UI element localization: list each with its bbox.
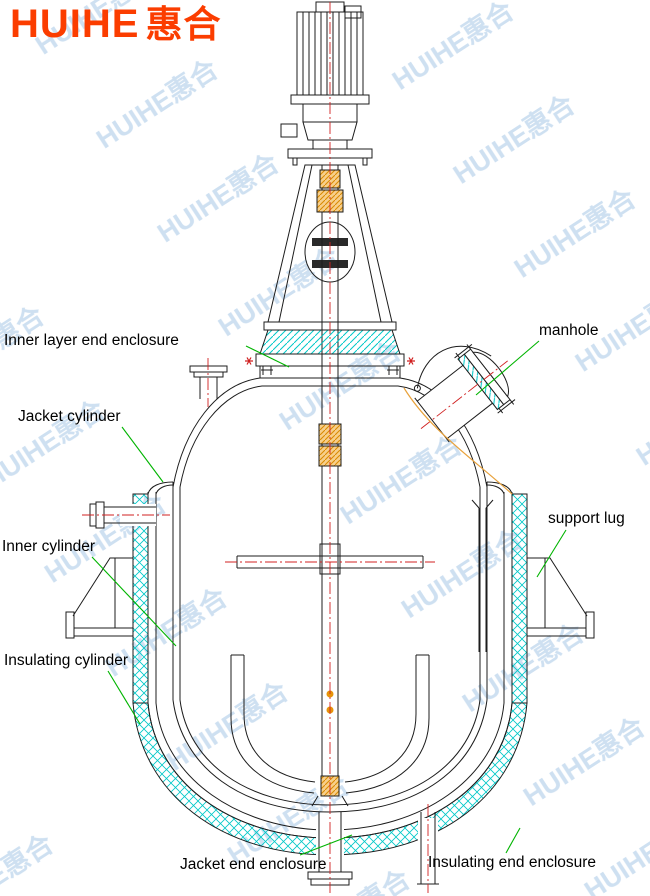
- agitator-shaft: [321, 165, 339, 778]
- label-manhole: manhole: [539, 322, 599, 339]
- manhole: [413, 344, 516, 443]
- leader-support-lug: [536, 529, 567, 578]
- leader-insulating-cylinder: [107, 670, 141, 725]
- leader-inner-layer-end-enclosure: [245, 345, 290, 368]
- leader-lines: [91, 340, 567, 856]
- support-lug-right: [527, 557, 595, 639]
- label-inner-cylinder: Inner cylinder: [2, 538, 96, 555]
- internal-pipe: [471, 499, 494, 652]
- leader-jacket-cylinder: [121, 426, 164, 483]
- label-jacket-cylinder: Jacket cylinder: [18, 408, 121, 425]
- leader-inner-cylinder: [91, 556, 177, 647]
- inner-cylinder: [172, 482, 488, 700]
- flange-marks: [245, 357, 415, 365]
- label-insulating-end-enclosure: Insulating end enclosure: [428, 854, 597, 871]
- insulating-end-enclosure: [132, 702, 528, 856]
- bottom-nozzle-right: [417, 804, 439, 893]
- leader-manhole: [475, 340, 540, 396]
- head-nozzle-left: [189, 358, 228, 407]
- label-insulating-cylinder: Insulating cylinder: [4, 652, 129, 669]
- label-jacket-end-enclosure: Jacket end enclosure: [180, 856, 327, 873]
- jacket-nozzle-left: [82, 501, 170, 529]
- label-inner-layer-end-enclosure: Inner layer end enclosure: [4, 332, 179, 349]
- label-support-lug: support lug: [548, 510, 625, 527]
- leader-jacket-end-enclosure: [299, 834, 353, 856]
- anchor-agitator: [230, 654, 430, 794]
- brand-logo-latin: HUIHE: [10, 2, 140, 46]
- shaft-bottom-bearing: [311, 690, 349, 807]
- leader-insulating-end-enclosure: [505, 827, 521, 854]
- support-lug-left: [65, 557, 133, 639]
- insulating-cylinder: [132, 493, 528, 704]
- brand-logo-cjk: 惠合: [145, 4, 222, 45]
- weld-seam: [403, 387, 513, 495]
